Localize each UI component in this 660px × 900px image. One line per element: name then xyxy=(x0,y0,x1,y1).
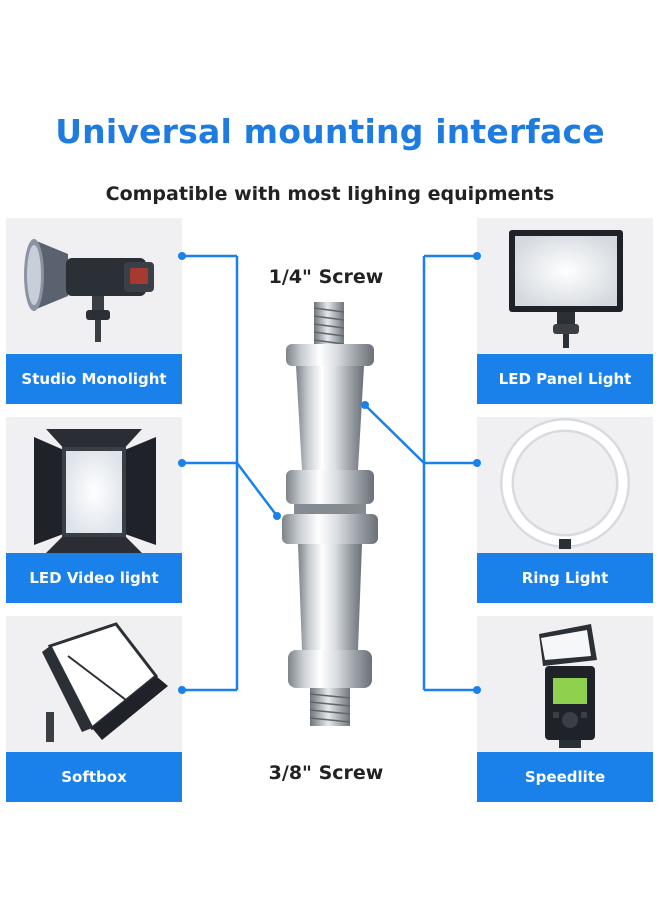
card-label: Ring Light xyxy=(477,553,653,603)
left-connector-lines xyxy=(182,254,278,692)
right-connector-dots xyxy=(361,252,481,694)
led-video-light-image xyxy=(6,417,182,555)
card-label: LED Video light xyxy=(6,553,182,603)
card-label: Speedlite xyxy=(477,752,653,802)
card-ring-light: Ring Light xyxy=(477,417,653,603)
card-label: LED Panel Light xyxy=(477,354,653,404)
card-studio-monolight: Studio Monolight xyxy=(6,218,182,404)
right-connector-lines xyxy=(364,254,477,692)
three-eighths-screw-label: 3/8" Screw xyxy=(268,762,384,784)
left-connector-dots xyxy=(178,252,281,694)
led-panel-light-image xyxy=(477,218,653,356)
card-led-video-light: LED Video light xyxy=(6,417,182,603)
ring-light-image xyxy=(477,417,653,555)
card-softbox: Softbox xyxy=(6,616,182,802)
speedlite-image xyxy=(477,616,653,754)
softbox-image xyxy=(6,616,182,754)
card-label: Softbox xyxy=(6,752,182,802)
quarter-inch-screw-label: 1/4" Screw xyxy=(268,266,384,288)
card-speedlite: Speedlite xyxy=(477,616,653,802)
studio-monolight-image xyxy=(6,218,182,356)
page-subtitle: Compatible with most lighing equipments xyxy=(105,183,555,205)
spigot-adapter xyxy=(282,302,378,726)
card-label: Studio Monolight xyxy=(6,354,182,404)
page-title: Universal mounting interface xyxy=(55,112,605,151)
card-led-panel-light: LED Panel Light xyxy=(477,218,653,404)
